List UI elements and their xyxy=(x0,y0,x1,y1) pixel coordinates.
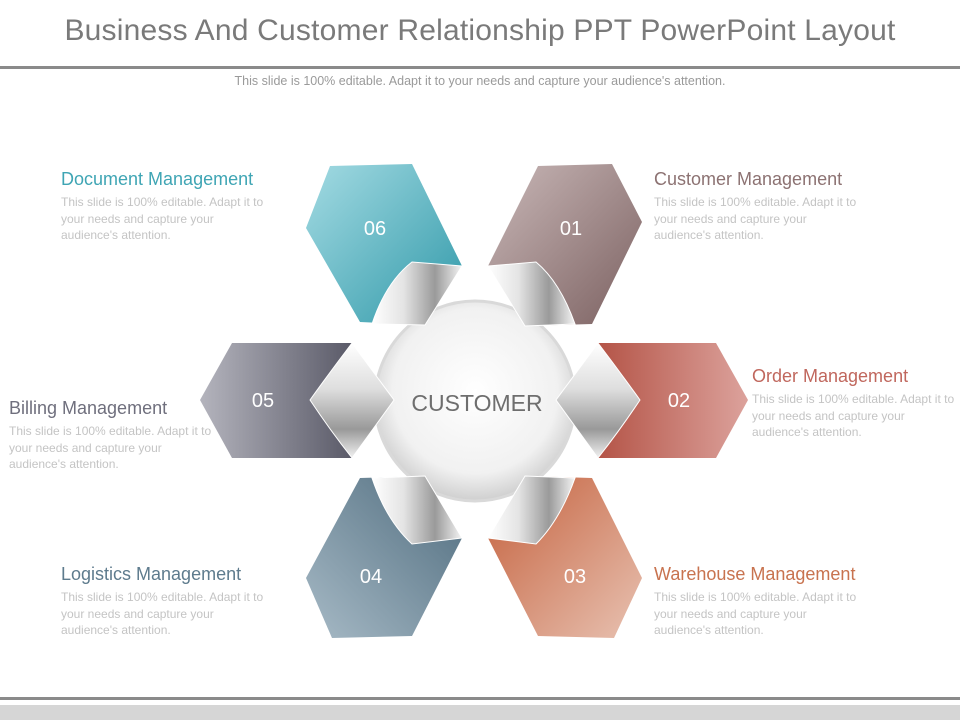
slide-title: Business And Customer Relationship PPT P… xyxy=(64,14,896,47)
item-03-block: Warehouse Management This slide is 100% … xyxy=(654,563,864,639)
segment-03 xyxy=(487,475,642,638)
item-02-block: Order Management This slide is 100% edit… xyxy=(752,365,960,441)
segment-number-06: 06 xyxy=(364,218,386,240)
item-05-heading: Billing Management xyxy=(9,398,168,418)
item-03-heading: Warehouse Management xyxy=(654,564,856,584)
item-01-block: Customer Management This slide is 100% e… xyxy=(654,168,864,244)
item-04-description: This slide is 100% editable. Adapt it to… xyxy=(61,590,264,637)
item-01-heading: Customer Management xyxy=(654,169,843,189)
segment-06 xyxy=(306,164,463,326)
slide-subtitle: This slide is 100% editable. Adapt it to… xyxy=(234,74,726,88)
item-05-description: This slide is 100% editable. Adapt it to… xyxy=(9,424,212,471)
item-02-heading: Order Management xyxy=(752,366,909,386)
item-05-block: Billing Management This slide is 100% ed… xyxy=(9,397,219,473)
segment-number-01: 01 xyxy=(560,218,582,240)
segment-number-03: 03 xyxy=(564,566,586,588)
segment-number-05: 05 xyxy=(252,390,274,412)
center-label: CUSTOMER xyxy=(411,390,542,416)
item-06-block: Document Management This slide is 100% e… xyxy=(61,168,271,244)
segment-01 xyxy=(487,164,642,327)
segment-number-02: 02 xyxy=(668,390,690,412)
item-04-block: Logistics Management This slide is 100% … xyxy=(61,563,271,639)
item-03-description: This slide is 100% editable. Adapt it to… xyxy=(654,590,857,637)
item-02-description: This slide is 100% editable. Adapt it to… xyxy=(752,392,955,439)
item-04-heading: Logistics Management xyxy=(61,564,242,584)
segment-number-04: 04 xyxy=(360,566,382,588)
segment-05 xyxy=(200,342,395,459)
item-01-description: This slide is 100% editable. Adapt it to… xyxy=(654,195,857,242)
segment-02 xyxy=(555,342,748,459)
footer-divider xyxy=(0,697,960,700)
item-06-description: This slide is 100% editable. Adapt it to… xyxy=(61,195,264,242)
title-divider xyxy=(0,66,960,69)
footer-bar xyxy=(0,705,960,720)
segment-04 xyxy=(306,475,463,638)
item-06-heading: Document Management xyxy=(61,169,254,189)
